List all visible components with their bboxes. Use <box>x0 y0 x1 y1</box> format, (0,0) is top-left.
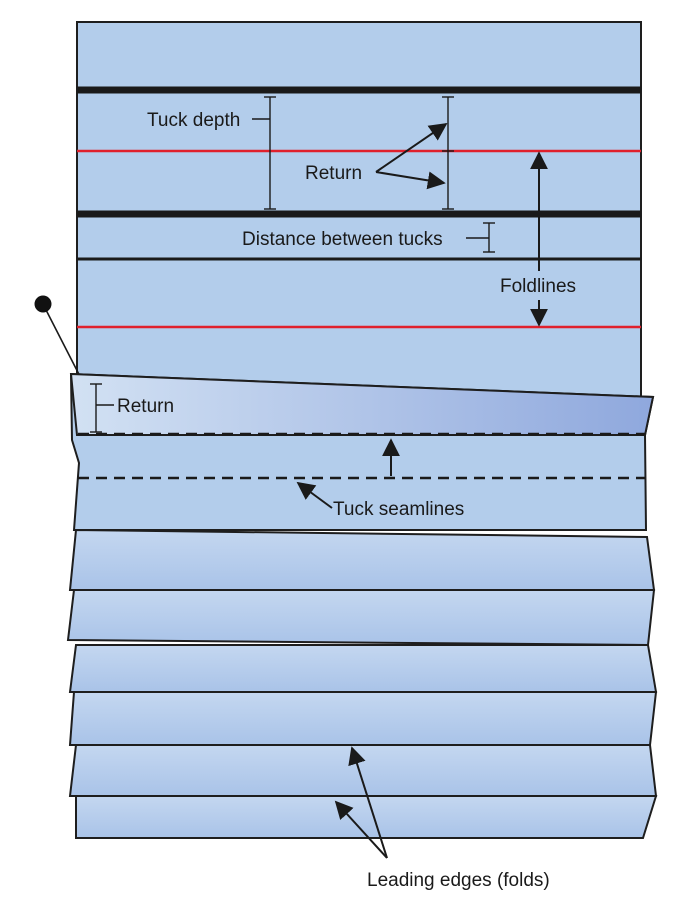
foldlines-label: Foldlines <box>500 276 576 297</box>
tuck-flap <box>69 372 655 436</box>
return-label-lower: Return <box>117 396 174 417</box>
pleat-5 <box>68 744 658 797</box>
seamline-pointer-arrow <box>296 481 333 509</box>
pleat-4 <box>68 691 658 746</box>
pleat-1 <box>68 528 656 591</box>
leading-edges-label: Leading edges (folds) <box>367 870 550 891</box>
leading-edge-arrow-1 <box>348 746 388 859</box>
pleat-6 <box>75 795 658 839</box>
tuck-depth-label: Tuck depth <box>147 110 240 131</box>
pleat-3 <box>68 644 658 693</box>
return-label-upper: Return <box>305 163 362 184</box>
foldlines-label-bg <box>496 271 586 299</box>
distance-between-tucks-label: Distance between tucks <box>242 229 443 250</box>
pin-head-icon <box>34 295 52 313</box>
return-arrow-up <box>375 122 448 173</box>
tuck-seamlines-label: Tuck seamlines <box>333 499 464 520</box>
return-arrow-down <box>375 171 446 190</box>
leading-edge-arrow-2 <box>334 800 388 859</box>
pleat-2 <box>66 589 656 647</box>
